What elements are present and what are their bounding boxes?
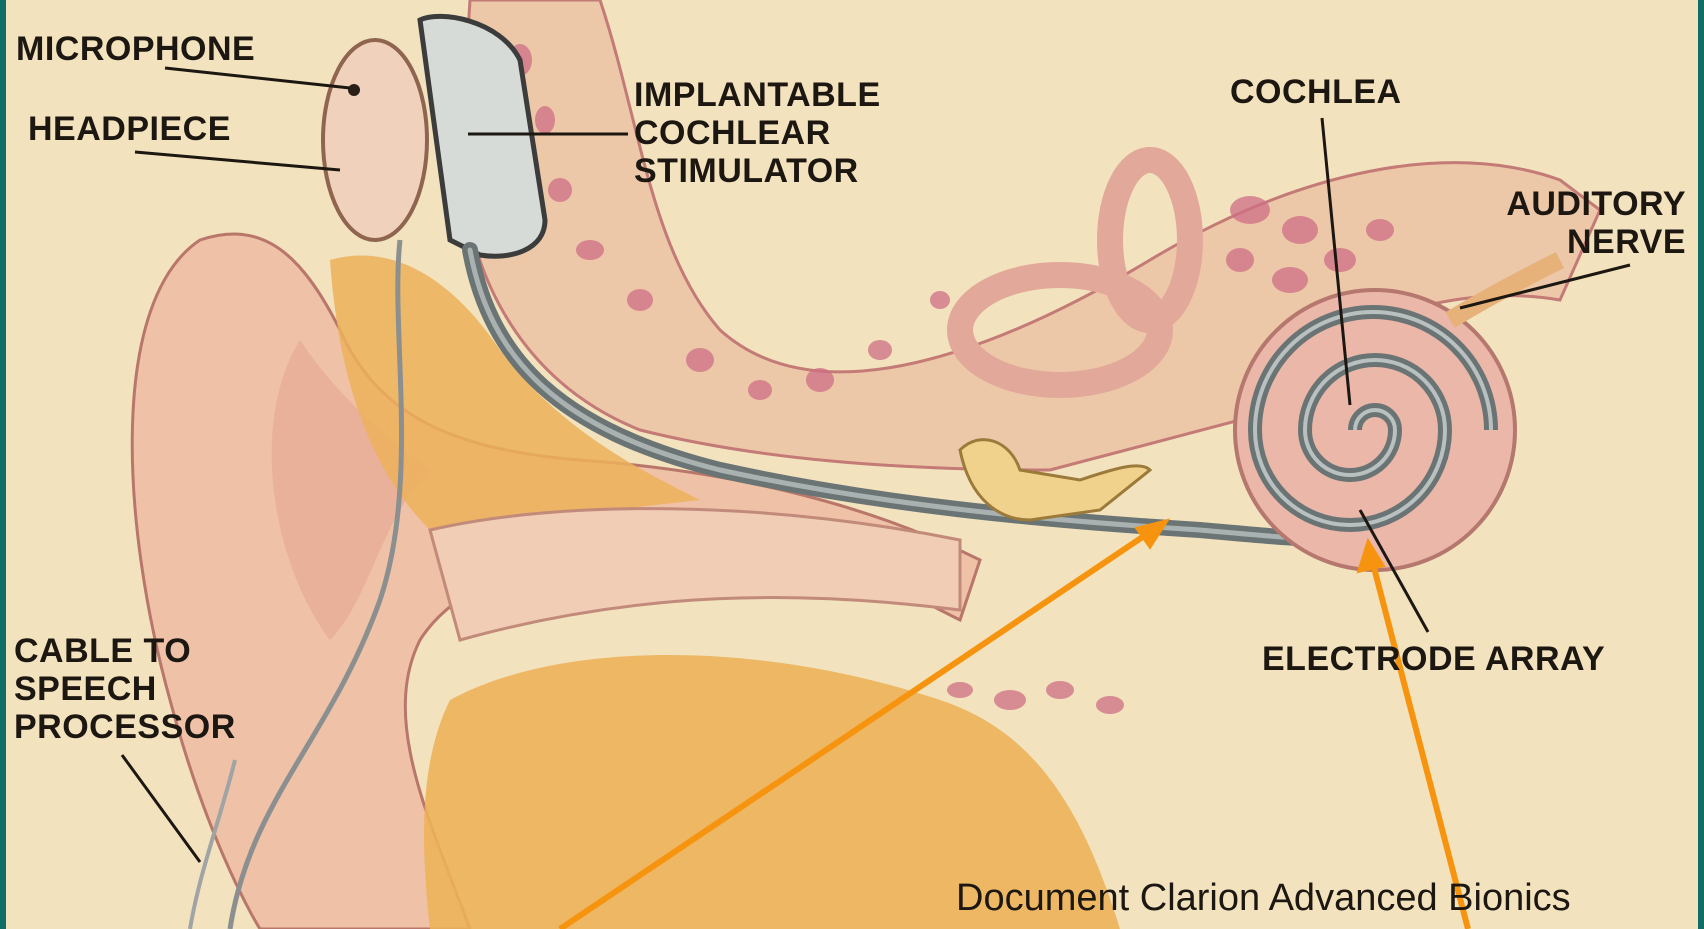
label-cable-to-speech-processor: CABLE TO SPEECH PROCESSOR bbox=[14, 632, 236, 746]
microphone-port bbox=[348, 84, 360, 96]
headpiece-device bbox=[323, 40, 427, 240]
cochlea-spiral bbox=[1235, 290, 1515, 570]
credit-text: Document Clarion Advanced Bionics bbox=[956, 877, 1571, 920]
label-headpiece: HEADPIECE bbox=[28, 110, 231, 148]
label-auditory-nerve: AUDITORY NERVE bbox=[1480, 185, 1686, 261]
label-cochlea: COCHLEA bbox=[1230, 73, 1402, 111]
label-microphone: MICROPHONE bbox=[16, 30, 255, 68]
label-electrode-array: ELECTRODE ARRAY bbox=[1262, 640, 1605, 678]
label-implantable-cochlear-stimulator: IMPLANTABLE COCHLEAR STIMULATOR bbox=[634, 76, 881, 190]
